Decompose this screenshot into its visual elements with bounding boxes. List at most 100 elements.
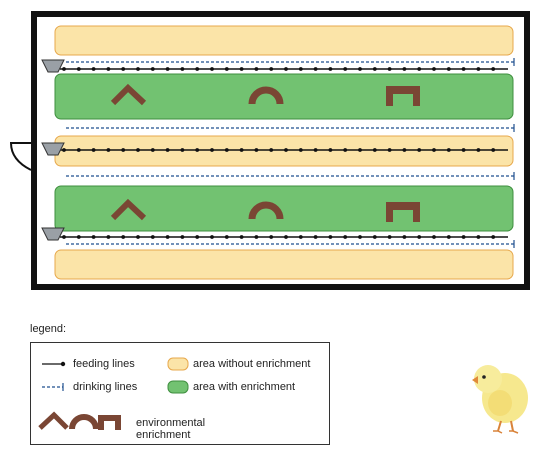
legend-enrichment-line2: enrichment <box>136 429 191 441</box>
feeder-point <box>358 148 362 152</box>
legend-enrichment-line1: environmental <box>136 417 206 429</box>
feeder-point <box>298 235 303 239</box>
arch-icon <box>248 201 284 220</box>
door-icon <box>9 142 32 171</box>
feeder-point <box>195 235 200 239</box>
feeder-point <box>91 235 96 239</box>
feeder-point <box>136 235 140 239</box>
legend-enrichment-label: environmental enrichment <box>136 417 205 441</box>
feeder-point <box>313 148 318 152</box>
feeder-point <box>269 148 274 152</box>
step-icon <box>386 202 420 222</box>
feeder-point <box>62 67 66 71</box>
feeder-point <box>491 235 496 239</box>
legend-box <box>30 342 330 445</box>
feeder-point <box>461 67 466 71</box>
feeder-point <box>328 235 333 239</box>
area-enrichment-1 <box>54 73 514 120</box>
feeder-point <box>343 148 348 152</box>
ramp-icon <box>110 83 147 106</box>
feeder-point <box>210 235 214 239</box>
area-enrichment-2 <box>54 185 514 232</box>
feeder-point <box>106 67 111 71</box>
feeder-point <box>254 148 259 152</box>
feeder-point <box>254 235 259 239</box>
legend-title: legend: <box>30 323 67 335</box>
feeder-point <box>417 148 422 152</box>
feeder-point <box>461 148 466 152</box>
feeder-point <box>150 235 155 239</box>
feeder-point <box>476 67 481 71</box>
feeder-point <box>136 67 140 71</box>
feeder-point <box>150 67 155 71</box>
feeder-point <box>136 148 140 152</box>
feeder-point <box>432 235 436 239</box>
feeder-point <box>298 67 303 71</box>
feeder-point <box>180 235 185 239</box>
feeder-point <box>446 67 451 71</box>
feeder-point <box>446 235 451 239</box>
chick-icon <box>472 365 528 434</box>
feeder-point <box>461 235 466 239</box>
feeder-point <box>195 67 200 71</box>
feeder-point <box>106 235 111 239</box>
feeder-point <box>121 148 126 152</box>
feeder-point <box>210 67 214 71</box>
feeder-point <box>62 235 66 239</box>
feeder-point <box>343 235 348 239</box>
area-no-enrichment-3 <box>54 249 514 280</box>
feeder-point <box>239 235 244 239</box>
feeder-point <box>121 67 126 71</box>
feeder-point <box>402 235 407 239</box>
feeder-point <box>76 67 81 71</box>
feeder-point <box>446 148 451 152</box>
step-icon <box>98 415 121 430</box>
drinking-line-1 <box>66 58 515 66</box>
feeder-point <box>254 67 259 71</box>
drinking-line-3 <box>66 172 515 180</box>
feeder-icon <box>41 59 65 73</box>
feeder-point <box>210 148 214 152</box>
legend-without-label: area without enrichment <box>193 358 311 370</box>
feeder-point <box>372 67 377 71</box>
feeder-point <box>76 235 81 239</box>
feeder-point <box>62 148 66 152</box>
feeder-point <box>165 148 170 152</box>
feeder-point <box>358 235 362 239</box>
feeder-point <box>417 235 422 239</box>
feeder-point <box>239 148 244 152</box>
feeder-point <box>284 148 288 152</box>
feeder-point <box>121 235 126 239</box>
feeding-line-1 <box>60 67 508 71</box>
feeder-point <box>387 235 392 239</box>
feeder-point <box>165 235 170 239</box>
feeder-point <box>343 67 348 71</box>
feeder-point <box>372 235 377 239</box>
feeder-point <box>195 148 200 152</box>
feeder-point <box>150 148 155 152</box>
ramp-icon <box>38 411 69 430</box>
step-icon <box>386 86 420 106</box>
legend-with-label: area with enrichment <box>193 381 296 393</box>
feeder-point <box>313 67 318 71</box>
ramp-icon <box>110 198 147 221</box>
legend-swatch-without <box>167 357 189 371</box>
feeder-point <box>284 235 288 239</box>
feeder-point <box>358 67 362 71</box>
feeder-point <box>224 148 229 152</box>
drinking-line-2 <box>66 124 515 132</box>
feeder-point <box>328 67 333 71</box>
feeder-point <box>432 148 436 152</box>
feeder-point <box>224 235 229 239</box>
legend-swatch-with <box>167 380 189 394</box>
feeder-point <box>180 148 185 152</box>
legend-drinking-line <box>42 383 64 391</box>
feeder-point <box>432 67 436 71</box>
feeder-point <box>180 67 185 71</box>
feeder-point <box>387 67 392 71</box>
feeder-point <box>269 67 274 71</box>
feeder-point <box>298 148 303 152</box>
feeder-point <box>476 148 481 152</box>
feeder-point <box>476 235 481 239</box>
legend-drinking-label: drinking lines <box>73 381 138 393</box>
